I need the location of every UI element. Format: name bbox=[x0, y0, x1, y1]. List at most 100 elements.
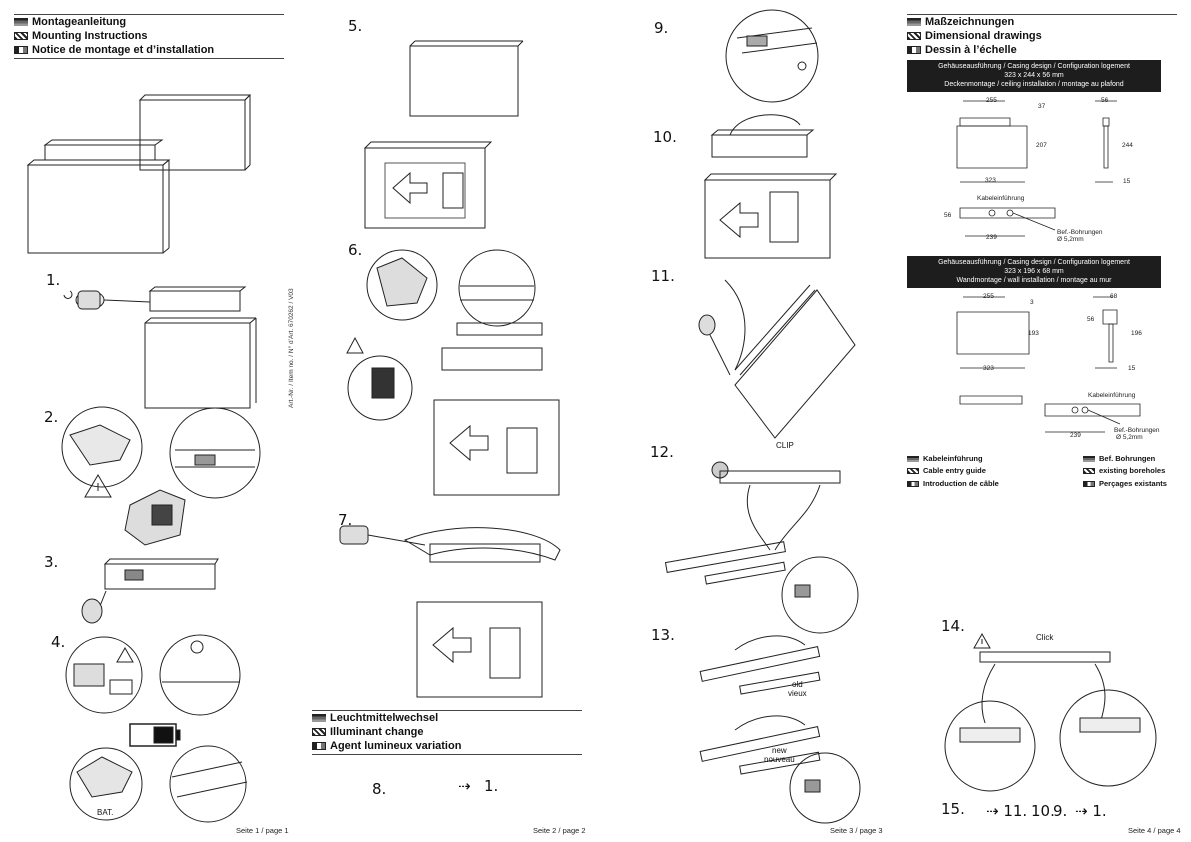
step-10-label: 10. bbox=[653, 128, 677, 146]
legend-text: existing boreholes bbox=[1099, 466, 1166, 475]
dim-wall-side-height: 196 bbox=[1131, 330, 1142, 337]
page2-heading-top-rule bbox=[312, 710, 582, 711]
page4-heading-en: Dimensional drawings bbox=[907, 29, 1042, 43]
page1-footer: Seite 1 / page 1 bbox=[236, 826, 289, 835]
ceiling-dimension-drawing bbox=[935, 96, 1165, 246]
dim-ceiling-section-width: 239 bbox=[986, 234, 997, 241]
heading-text: Dessin à l’échelle bbox=[925, 44, 1017, 56]
step-8-target: 1. bbox=[484, 777, 499, 795]
page3-footer: Seite 3 / page 3 bbox=[830, 826, 883, 835]
dim-ceiling-width: 323 bbox=[985, 177, 996, 184]
step-15-seq-2: 10. bbox=[1031, 802, 1055, 820]
dim-ceiling-depth: 56 bbox=[1101, 97, 1109, 104]
legend-text: Perçages existants bbox=[1099, 479, 1167, 488]
legend-bore-en: existing boreholes bbox=[1083, 466, 1165, 475]
french-flag-icon bbox=[907, 46, 921, 55]
step-15-seq-1: ⇢ 11. bbox=[986, 802, 1028, 820]
german-flag-icon bbox=[907, 456, 919, 463]
step-9-label: 9. bbox=[654, 19, 669, 37]
german-flag-icon bbox=[1083, 456, 1095, 463]
page2-heading-rule bbox=[312, 754, 582, 755]
ceiling-bore-label: Bef.-Bohrungen bbox=[1057, 229, 1103, 236]
uk-flag-icon bbox=[907, 468, 919, 475]
legend-text: Cable entry guide bbox=[923, 466, 986, 475]
page2-footer: Seite 2 / page 2 bbox=[533, 826, 586, 835]
dim-wall-top-height: 3 bbox=[1030, 299, 1034, 306]
page1-heading-fr: Notice de montage et d’installation bbox=[14, 43, 214, 57]
dim-wall-section-width: 239 bbox=[1070, 432, 1081, 439]
french-flag-icon bbox=[14, 46, 28, 55]
banner-line: Gehäuseausführung / Casing design / Conf… bbox=[938, 63, 1130, 70]
legend-cable-fr: Introduction de câble bbox=[907, 479, 999, 488]
step-2-label: 2. bbox=[44, 408, 59, 426]
french-flag-icon bbox=[1083, 481, 1095, 488]
step-6-illustration bbox=[342, 248, 572, 508]
step-5-label: 5. bbox=[348, 17, 363, 35]
banner-line: 323 x 244 x 56 mm bbox=[1004, 72, 1064, 79]
german-flag-icon bbox=[312, 714, 326, 723]
page1-heading-rule bbox=[14, 58, 284, 59]
ceiling-bore-diameter: Ø 5,2mm bbox=[1057, 236, 1084, 243]
heading-text: Montageanleitung bbox=[32, 16, 127, 28]
step-4-illustration bbox=[62, 632, 282, 822]
wall-dimension-drawing bbox=[935, 292, 1165, 442]
legend-cable-en: Cable entry guide bbox=[907, 466, 986, 475]
legend-text: Introduction de câble bbox=[923, 479, 999, 488]
banner-line: 323 x 196 x 68 mm bbox=[1004, 268, 1064, 275]
step-11-label: 11. bbox=[651, 267, 675, 285]
legend-text: Kabeleinführung bbox=[923, 454, 983, 463]
step-14-illustration bbox=[940, 628, 1170, 793]
step-12-illustration bbox=[660, 455, 865, 625]
uk-flag-icon bbox=[1083, 468, 1095, 475]
uk-flag-icon bbox=[14, 32, 28, 41]
step-1-illustration bbox=[60, 283, 275, 408]
step-5-illustration bbox=[355, 38, 505, 238]
casing-banner-ceiling: Gehäuseausführung / Casing design / Conf… bbox=[907, 60, 1161, 92]
page2-heading-de: Leuchtmittelwechsel bbox=[312, 711, 438, 725]
uk-flag-icon bbox=[312, 728, 326, 737]
french-flag-icon bbox=[907, 481, 919, 488]
dim-ceiling-top-height: 37 bbox=[1038, 103, 1046, 110]
page2-heading-fr: Agent lumineux variation bbox=[312, 739, 461, 753]
heading-text: Notice de montage et d’installation bbox=[32, 44, 215, 56]
page2-heading-en: Illuminant change bbox=[312, 725, 424, 739]
step-3-illustration bbox=[80, 556, 220, 626]
legend-cable-de: Kabeleinführung bbox=[907, 454, 983, 463]
page4-heading-de: Maßzeichnungen bbox=[907, 15, 1014, 29]
page4-footer: Seite 4 / page 4 bbox=[1128, 826, 1181, 835]
german-flag-icon bbox=[907, 18, 921, 27]
heading-text: Mounting Instructions bbox=[32, 30, 148, 42]
german-flag-icon bbox=[14, 18, 28, 27]
dim-wall-width: 323 bbox=[983, 365, 994, 372]
page4-heading-fr: Dessin à l’échelle bbox=[907, 43, 1017, 57]
dim-ceiling-body-height: 207 bbox=[1036, 142, 1047, 149]
new-label: new nouveau bbox=[764, 746, 795, 764]
sign-overview-illustration bbox=[20, 95, 260, 255]
dim-wall-body-height: 193 bbox=[1028, 330, 1039, 337]
old-label: old vieux bbox=[788, 680, 807, 698]
step-14-label: 14. bbox=[941, 617, 965, 635]
step-7-label: 7. bbox=[338, 511, 353, 529]
click-label: Click bbox=[1036, 633, 1054, 642]
step-8-label: 8. bbox=[372, 780, 387, 798]
step-3-label: 3. bbox=[44, 553, 59, 571]
dim-ceiling-side-height: 244 bbox=[1122, 142, 1133, 149]
legend-text: Bef. Bohrungen bbox=[1099, 454, 1156, 463]
banner-line: Deckenmontage / ceiling installation / m… bbox=[944, 81, 1124, 88]
step-4-label: 4. bbox=[51, 633, 66, 651]
dim-ceiling-section-height: 56 bbox=[944, 212, 952, 219]
dim-wall-top-width: 255 bbox=[983, 293, 994, 300]
step-12-label: 12. bbox=[650, 443, 674, 461]
heading-text: Leuchtmittelwechsel bbox=[330, 712, 439, 724]
heading-text: Illuminant change bbox=[330, 726, 424, 738]
french-flag-icon bbox=[312, 742, 326, 751]
step-9-illustration bbox=[722, 8, 822, 104]
wall-cable-entry-label: Kabeleinführung bbox=[1088, 392, 1136, 399]
heading-text: Maßzeichnungen bbox=[925, 16, 1015, 28]
banner-line: Gehäuseausführung / Casing design / Conf… bbox=[938, 259, 1130, 266]
heading-text: Agent lumineux variation bbox=[330, 740, 462, 752]
dim-wall-thickness: 15 bbox=[1128, 365, 1136, 372]
clip-label: CLIP bbox=[776, 441, 794, 450]
step-2-illustration bbox=[60, 405, 285, 555]
dim-ceiling-thickness: 15 bbox=[1123, 178, 1131, 185]
